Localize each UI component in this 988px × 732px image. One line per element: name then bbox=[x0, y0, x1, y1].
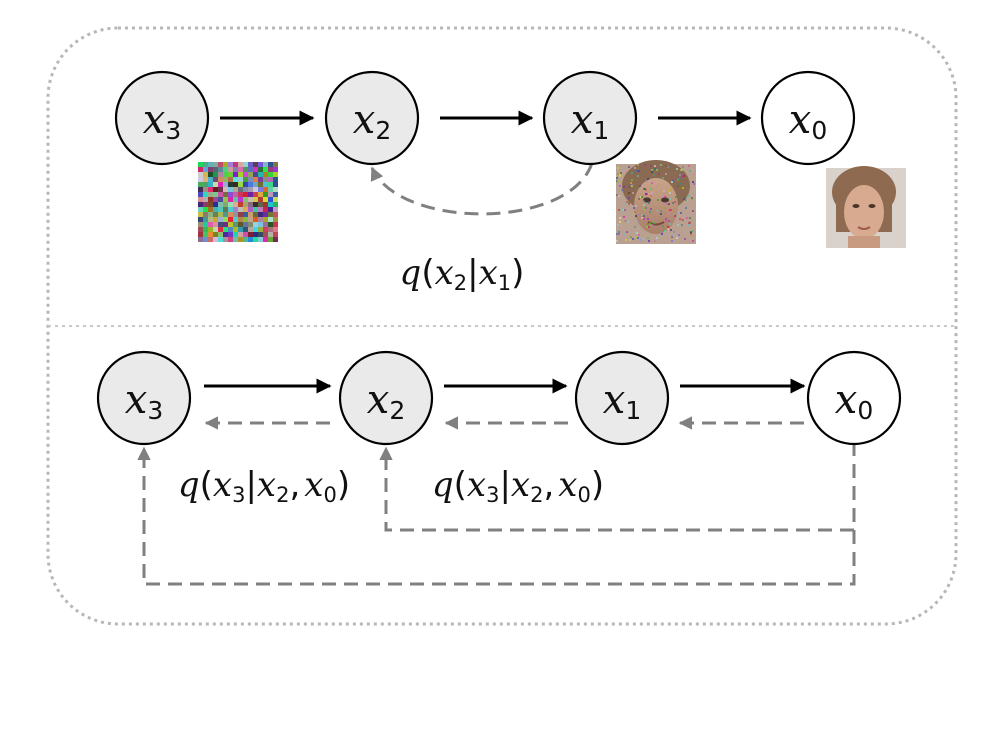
bottom-edge-label-right: q(x3|x2,x0) bbox=[432, 465, 604, 507]
svg-text:x1: x1 bbox=[571, 97, 609, 145]
svg-text:x0: x0 bbox=[835, 377, 873, 425]
svg-text:x3: x3 bbox=[143, 97, 181, 145]
svg-text:x2: x2 bbox=[353, 97, 391, 145]
bottom-node-x3: x3 bbox=[96, 350, 192, 446]
noise-image bbox=[198, 162, 278, 242]
bottom-edge-label-left: q(x3|x2,x0) bbox=[178, 465, 350, 507]
top-node-x0: x0 bbox=[760, 70, 856, 166]
top-reverse-edge-x1-x2 bbox=[370, 162, 594, 216]
svg-text:x0: x0 bbox=[789, 97, 827, 145]
bottom-panel: x3 x2 x1 x0 q(x3|x2,x0) q(x3|x2,x0) bbox=[96, 350, 902, 586]
top-node-x1: x1 bbox=[542, 70, 638, 166]
noisy-face-image bbox=[616, 160, 696, 244]
bottom-node-x0: x0 bbox=[806, 350, 902, 446]
bottom-skip-edge-x0-x2 bbox=[379, 442, 856, 532]
top-node-x2: x2 bbox=[324, 70, 420, 166]
top-panel: x3 x2 x1 x0 bbox=[114, 70, 906, 295]
top-reverse-edge-label: q(x2|x1) bbox=[400, 253, 525, 295]
top-node-x3: x3 bbox=[114, 70, 210, 166]
svg-text:x2: x2 bbox=[367, 377, 405, 425]
svg-text:x3: x3 bbox=[125, 377, 163, 425]
bottom-node-x1: x1 bbox=[574, 350, 670, 446]
clean-face-image bbox=[826, 166, 906, 248]
svg-text:x1: x1 bbox=[603, 377, 641, 425]
bottom-skip-edge-x0-x3 bbox=[137, 446, 856, 586]
bottom-node-x2: x2 bbox=[338, 350, 434, 446]
